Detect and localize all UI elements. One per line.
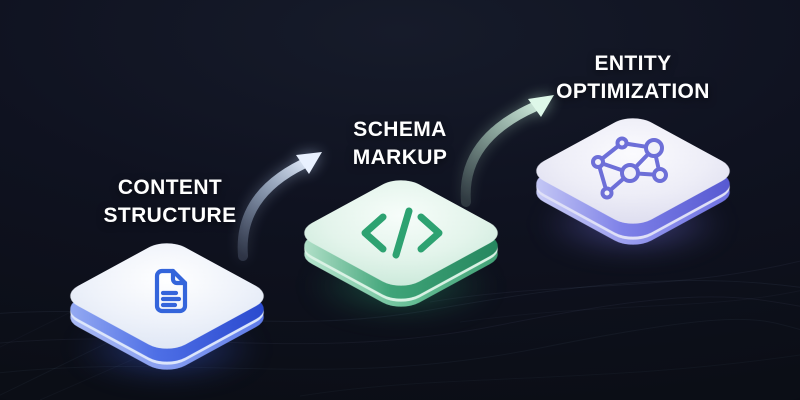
step-label-entity-optimization: ENTITY OPTIMIZATION [518,50,748,106]
step-label-schema-markup: SCHEMA MARKUP [290,116,510,172]
step-label-line: ENTITY [594,52,672,75]
document-icon [141,263,197,319]
code-icon [352,203,452,263]
step-label-line: CONTENT [117,176,223,199]
step-label-line: STRUCTURE [103,204,237,227]
step-label-line: OPTIMIZATION [556,80,710,103]
network-graph-icon [588,133,684,209]
step-label-line: MARKUP [352,146,448,169]
step-label-line: SCHEMA [353,118,447,141]
step-label-content-structure: CONTENT STRUCTURE [60,174,280,230]
